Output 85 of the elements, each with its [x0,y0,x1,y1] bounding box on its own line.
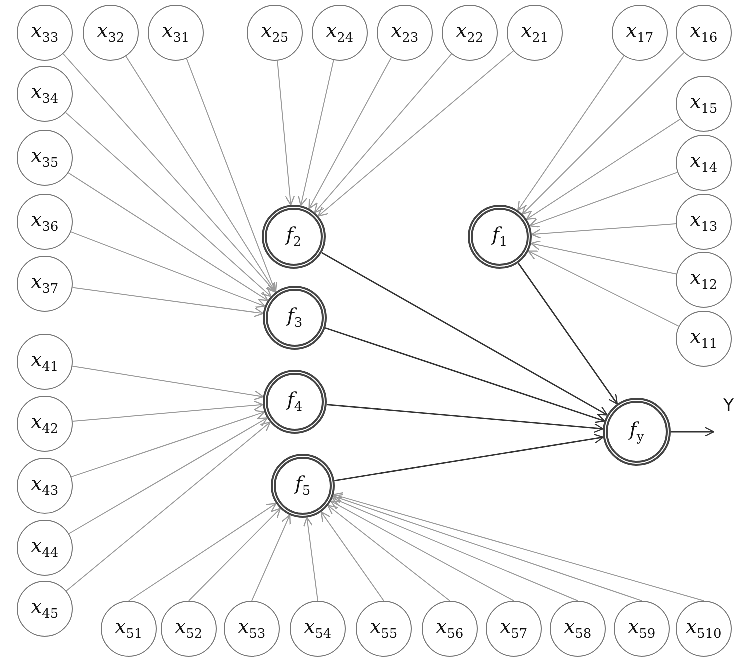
variable-circle [17,66,73,122]
variable-label: x$_{51}$ [115,616,143,642]
arrow [277,60,296,206]
arrow [333,492,704,602]
arrow [332,497,578,602]
arrow [72,400,264,422]
variable-label: x$_{53}$ [238,616,266,642]
arrow [128,503,277,602]
arrow [326,404,604,434]
variable-label: x$_{11}$ [690,326,718,352]
arrow [298,60,334,206]
variable-label: f$_{4}$ [287,389,303,415]
arrow [68,172,269,302]
arrow [531,224,677,240]
arrow [321,252,608,416]
arrow [186,58,278,293]
arrow [72,366,264,401]
arrow [334,434,604,482]
arrow [325,327,606,424]
variable-label: x$_{12}$ [690,267,718,293]
variable-label: x$_{45}$ [31,596,59,622]
arrow [526,118,682,220]
variable-label: x$_{58}$ [564,616,592,642]
variable-label: x$_{36}$ [31,209,59,235]
variable-label: x$_{21}$ [521,20,549,46]
arrow [72,287,264,318]
variable-label: f$_{y}$ [630,419,644,445]
arrow [314,54,452,214]
variable-label: x$_{44}$ [31,535,59,561]
variable-label: x$_{22}$ [456,20,484,46]
variable-label: x$_{54}$ [304,616,332,642]
arrow [65,112,272,298]
arrow [71,410,266,478]
arrow [530,172,678,228]
variable-label: x$_{17}$ [626,20,654,46]
variable-label: f$_{2}$ [286,224,302,250]
arrow [518,262,618,405]
variable-label: x$_{24}$ [326,20,354,46]
arrow [320,512,384,602]
variable-label: x$_{25}$ [261,20,289,46]
variable-label: x$_{34}$ [31,81,59,107]
variable-label: x$_{33}$ [31,20,59,46]
variable-label: x$_{16}$ [690,20,718,46]
variable-label: x$_{42}$ [31,411,59,437]
function-circle [271,454,335,518]
arrow [252,514,292,602]
arrow [308,57,392,210]
arrow [188,508,282,602]
arrow [303,517,318,602]
variable-label: x$_{55}$ [370,616,398,642]
variable-label: x$_{31}$ [162,20,190,46]
variable-label: x$_{14}$ [690,150,718,176]
arrow [68,418,268,534]
arrow [528,250,680,327]
variable-label: x$_{13}$ [690,209,718,235]
variable-label: f$_{3}$ [287,305,303,331]
variable-label: x$_{35}$ [31,145,59,171]
arrow [671,426,715,438]
arrow [126,56,276,293]
variable-label: x$_{41}$ [31,349,59,375]
arrow [518,56,625,212]
arrow [66,422,271,592]
function-circle [262,205,326,269]
arrow [328,505,450,602]
variable-label: x$_{59}$ [628,616,656,642]
variable-label: x$_{52}$ [175,616,203,642]
variable-label: x$_{37}$ [31,271,59,297]
variable-label: x$_{510}$ [686,616,722,642]
arrow [530,240,678,275]
arrow [62,54,276,293]
variable-label: x$_{56}$ [436,616,464,642]
arrow [318,50,514,217]
variable-label: x$_{15}$ [690,91,718,117]
variable-label: x$_{32}$ [97,20,125,46]
arrow [70,232,266,308]
output-label: Y [724,396,734,416]
variable-label: x$_{43}$ [31,473,59,499]
arrow [332,494,642,602]
variable-label: f$_{5}$ [295,473,311,499]
arrow [330,500,514,602]
variable-label: x$_{23}$ [391,20,419,46]
arrow [522,52,685,215]
function-circle [468,205,532,269]
variable-label: x$_{57}$ [500,616,528,642]
variable-label: f$_{1}$ [492,224,508,250]
